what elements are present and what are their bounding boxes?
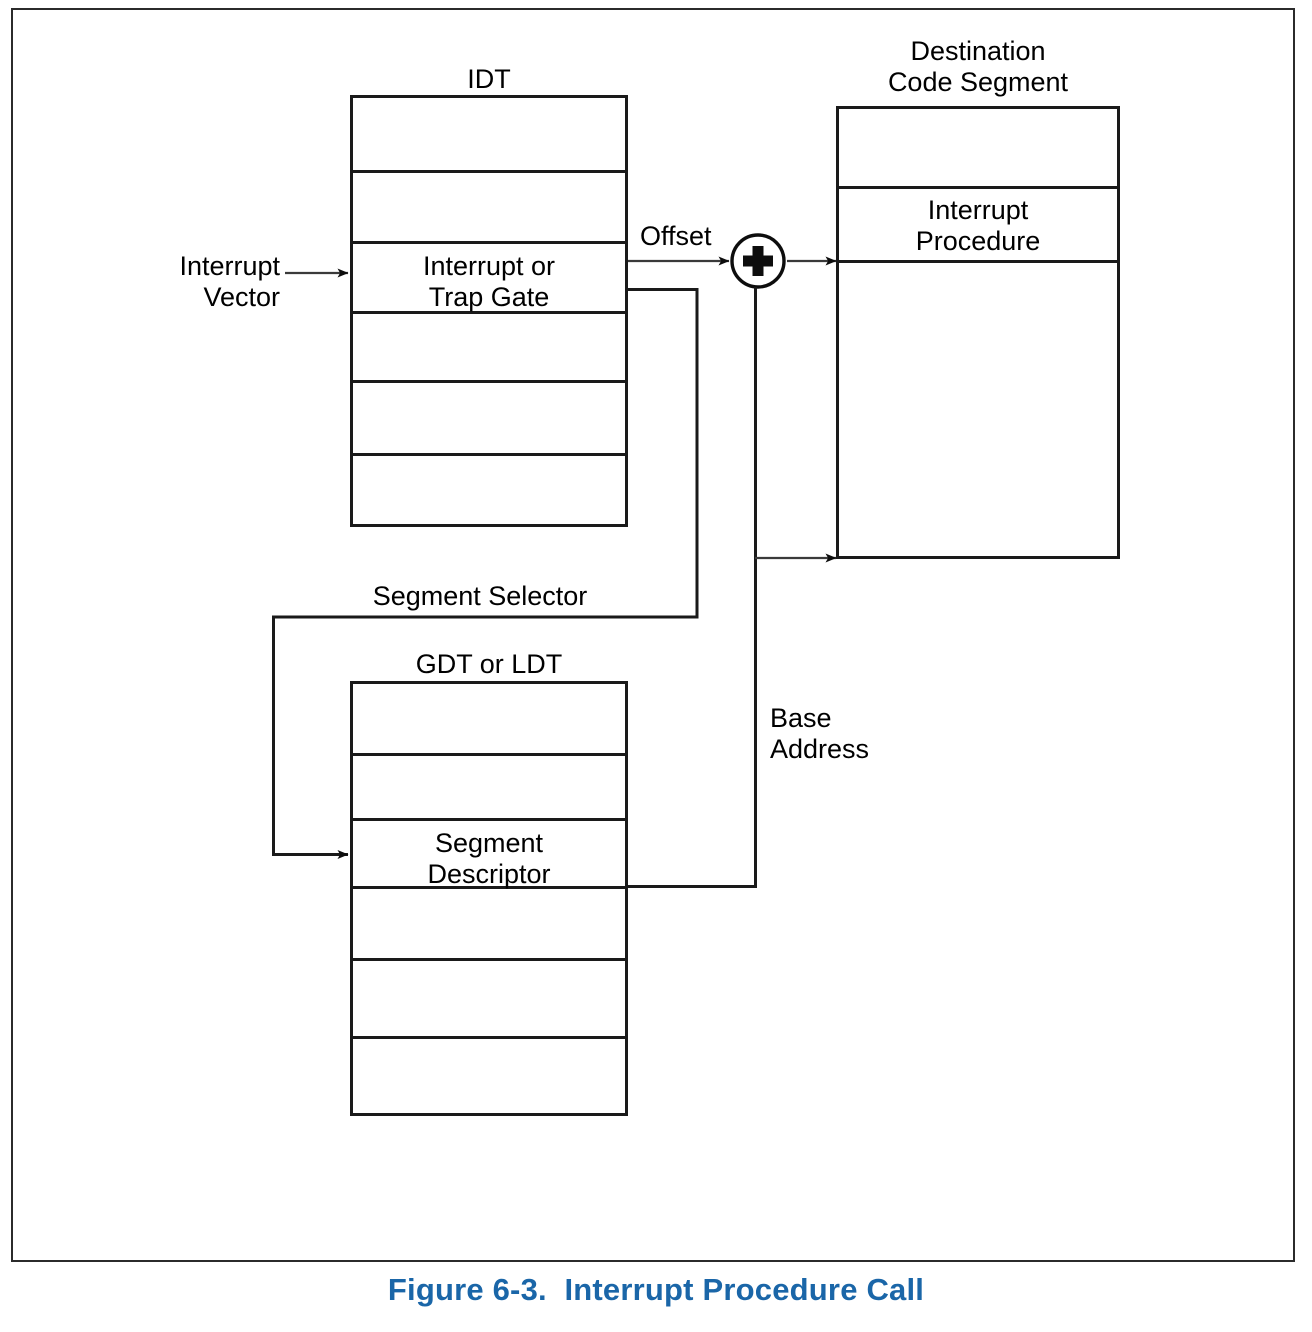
destination-code-segment-table	[836, 106, 1120, 559]
gdt-ldt-table	[350, 681, 628, 1116]
plus-adder-icon	[730, 233, 786, 289]
gdt-ldt-row	[353, 889, 625, 961]
idt-row-interrupt-or-trap-gate	[353, 244, 625, 314]
connector-base-address	[627, 287, 757, 888]
idt-row	[353, 173, 625, 244]
idt-row	[353, 383, 625, 456]
idt-row	[353, 314, 625, 383]
idt-row	[353, 456, 625, 524]
destination-row	[839, 109, 1117, 189]
idt-row	[353, 98, 625, 173]
idt-table	[350, 95, 628, 527]
offset-label: Offset	[640, 221, 712, 251]
connector-segment-selector	[272, 288, 699, 859]
gdt-ldt-row	[353, 961, 625, 1039]
figure-caption: Figure 6-3. Interrupt Procedure Call	[387, 1272, 925, 1307]
gdt-ldt-title: GDT or LDT	[415, 649, 563, 679]
gdt-ldt-row	[353, 1039, 625, 1113]
segment-selector-label: Segment Selector	[372, 581, 588, 611]
destination-row	[839, 263, 1117, 556]
gdt-ldt-row-segment-descriptor	[353, 821, 625, 889]
idt-title: IDT	[467, 64, 511, 94]
gdt-ldt-row	[353, 756, 625, 821]
destination-row-interrupt-procedure	[839, 189, 1117, 263]
gdt-ldt-row	[353, 684, 625, 756]
